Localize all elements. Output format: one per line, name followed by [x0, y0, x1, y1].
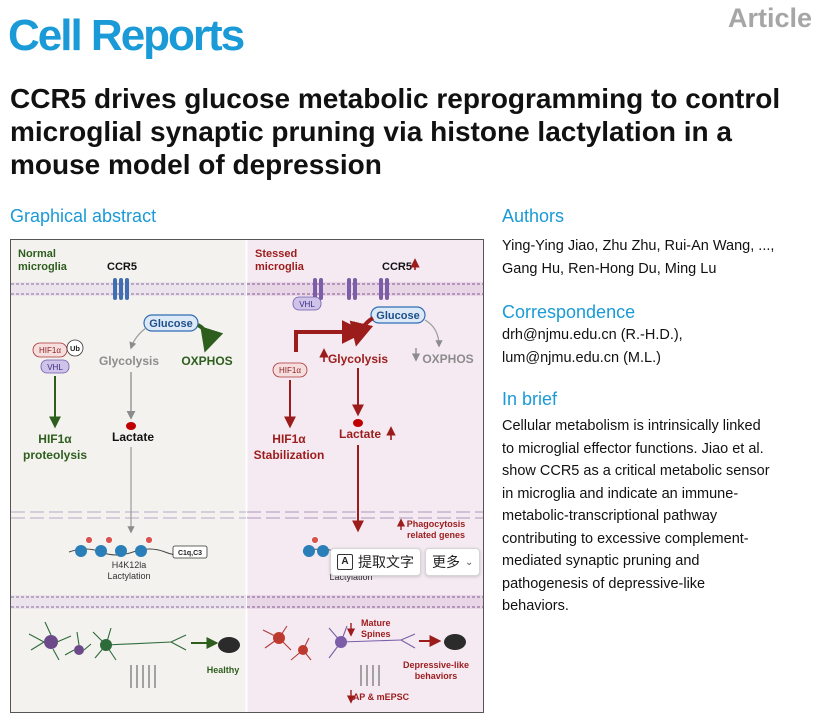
svg-text:HIF1α: HIF1α [39, 346, 61, 355]
lactate-label-left: Lactate [112, 430, 154, 444]
svg-text:Glucose: Glucose [376, 310, 419, 322]
in-brief-line: metabolic-transcriptional pathway [502, 508, 718, 524]
neuron-illustration-left [28, 621, 219, 688]
lactate-dot-right [353, 419, 363, 427]
oxphos-label-left: OXPHOS [181, 354, 232, 368]
glucose-node-right [370, 306, 426, 324]
ccr5-receptors-right [313, 278, 389, 300]
ap-mepsc-label: AP & mEPSC [353, 692, 410, 702]
lower-membrane-right [247, 595, 483, 609]
nuclear-envelope-left [11, 511, 246, 519]
svg-text:VHL: VHL [299, 300, 315, 309]
correspondence-heading: Correspondence [502, 302, 636, 322]
ccr5-receptor-left [113, 278, 129, 300]
extract-text-label: 提取文字 [358, 554, 414, 570]
svg-text:HIF1α: HIF1α [279, 366, 301, 375]
lower-membrane-left [11, 595, 246, 609]
chromatin-left: C1q,C3 [68, 536, 208, 559]
correspondence-email-2[interactable]: lum@njmu.edu.cn (M.L.) [502, 349, 661, 366]
correspondence-email-1[interactable]: drh@njmu.edu.cn (R.-H.D.), [502, 327, 683, 343]
in-brief-line: pathogenesis of depressive-like [502, 575, 706, 592]
in-brief-line: to microglial effector functions. Jiao e… [502, 440, 764, 457]
svg-text:Ub: Ub [70, 344, 80, 353]
hif1a-vhl-complex-left: HIF1α VHL Ub [32, 339, 84, 374]
in-brief-line: behaviors. [502, 598, 569, 614]
in-brief-line: show CCR5 as a critical metabolic sensor [502, 463, 770, 479]
hif1a-node-right [272, 362, 308, 378]
in-brief-heading: In brief [502, 389, 558, 409]
glycolysis-label-left: Glycolysis [99, 354, 159, 368]
chevron-down-icon: ⌄ [465, 556, 474, 568]
text-scan-icon: A [337, 554, 353, 570]
glucose-to-oxphos-arrow [196, 323, 224, 353]
nuclear-envelope-right [247, 511, 483, 519]
neuron-illustration-right [262, 625, 442, 686]
glycolysis-feedback-arrow [294, 320, 366, 352]
healthy-label: Healthy [207, 665, 240, 675]
authors-line-2: Gang Hu, Ren-Hong Du, Ming Lu [502, 260, 717, 277]
in-brief-line: mediated synaptic pruning and [502, 553, 700, 569]
mouse-icon-right [444, 634, 466, 650]
svg-text:Glucose: Glucose [149, 318, 192, 330]
svg-text:C1q,C3: C1q,C3 [178, 550, 202, 557]
more-options-button[interactable]: 更多 ⌄ [425, 548, 481, 576]
mouse-icon-left [218, 637, 240, 653]
glucose-to-glycolysis-arrow [129, 327, 147, 350]
journal-name: Cell Reports [8, 11, 245, 60]
glucose-node-left [143, 314, 199, 332]
ccr5-label-left: CCR5 [107, 261, 137, 273]
article-title: CCR5 drives glucose metabolic reprogramm… [10, 83, 781, 180]
text-extraction-popup: A 提取文字 更多 ⌄ [330, 548, 481, 576]
in-brief-text: Cellular metabolism is intrinsically lin… [502, 415, 770, 618]
lactate-dot-left [126, 422, 136, 430]
in-brief-line: contributing to excessive complement- [502, 530, 749, 547]
ccr5-label-right: CCR5 [382, 261, 412, 273]
right-panel-background [247, 240, 483, 712]
authors-line-1: Ying-Ying Jiao, Zhu Zhu, Rui-An Wang, ..… [502, 238, 775, 254]
lactate-label-right: Lactate [339, 427, 381, 441]
more-options-label: 更多 [432, 554, 460, 570]
authors-heading: Authors [502, 206, 565, 226]
correspondence-list: drh@njmu.edu.cn (R.-H.D.), lum@njmu.edu.… [502, 324, 683, 369]
svg-text:VHL: VHL [47, 363, 63, 372]
glycolysis-label-right: Glycolysis [328, 352, 388, 366]
oxphos-label-right: OXPHOS [422, 352, 473, 366]
extract-text-button[interactable]: A 提取文字 [330, 548, 421, 576]
article-type-label: Article [727, 3, 812, 33]
in-brief-line: Cellular metabolism is intrinsically lin… [502, 418, 761, 434]
glucose-to-oxphos-arrow-right [424, 319, 443, 348]
graphical-abstract-heading: Graphical abstract [10, 206, 157, 226]
in-brief-line: in microglia and indicate an immune- [502, 485, 739, 502]
vhl-node-right [292, 296, 322, 311]
cell-membrane-right [247, 282, 483, 296]
authors-list: Ying-Ying Jiao, Zhu Zhu, Rui-An Wang, ..… [502, 235, 774, 280]
lactylation-label-right: Lactylation [329, 572, 372, 582]
